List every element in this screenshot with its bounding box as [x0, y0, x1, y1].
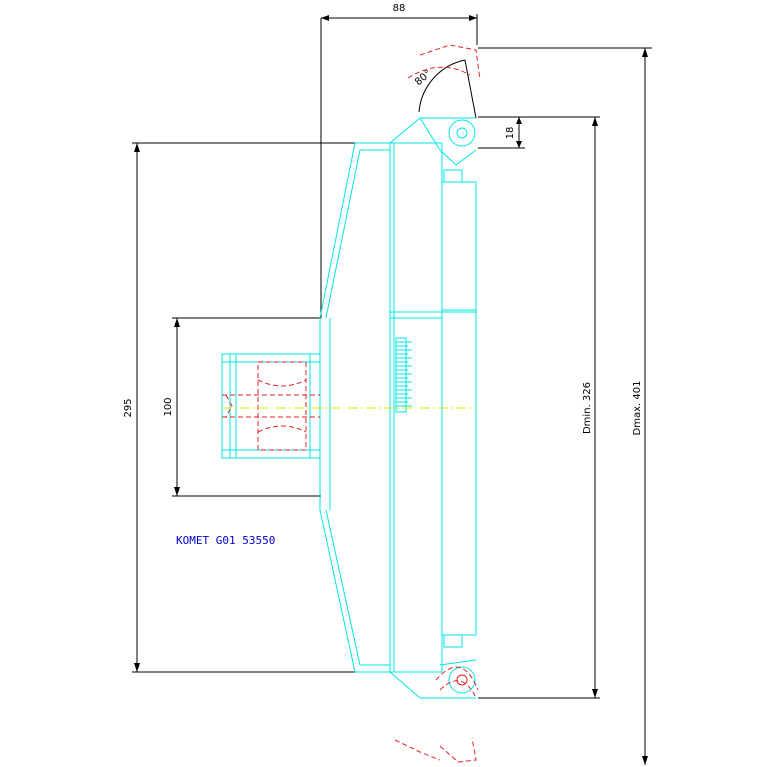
dim-shank-height: 100	[163, 397, 174, 416]
dimension-arrows	[134, 15, 648, 765]
dim-angle: 80°	[413, 68, 434, 88]
dim-step: 18	[505, 127, 516, 140]
tool-body	[221, 117, 477, 699]
dimension-lines	[132, 14, 652, 765]
dim-dmax: Dmax. 401	[632, 381, 643, 436]
part-label: KOMET G01 53550	[176, 534, 275, 547]
dim-dmin: Dmin. 326	[582, 382, 593, 434]
dim-overall-height: 295	[123, 398, 134, 417]
hidden-lines	[222, 44, 481, 763]
dim-top-width: 88	[393, 3, 406, 14]
